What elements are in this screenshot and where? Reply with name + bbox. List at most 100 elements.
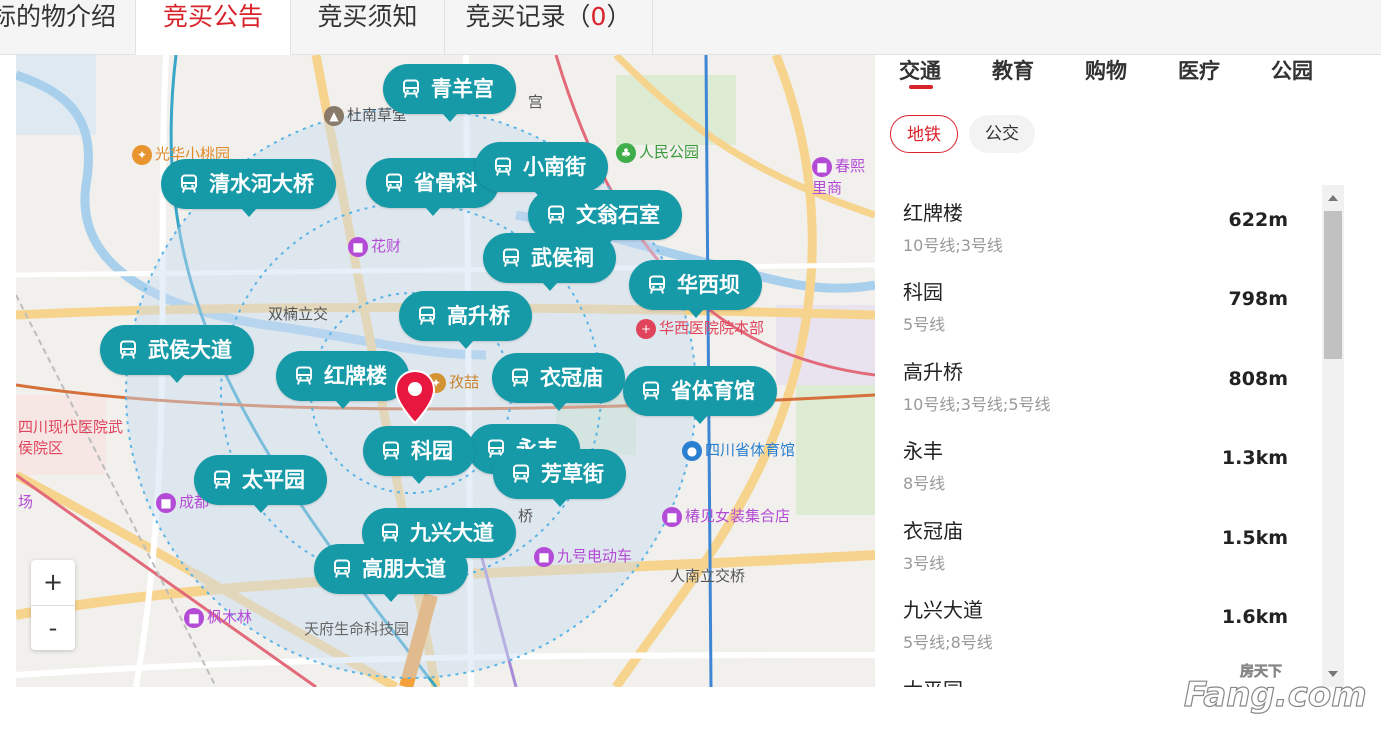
category-tab-education[interactable]: 教育 [992,55,1034,85]
station-lines: 8号线 [903,474,946,493]
map-label-rennan: 人南立交桥 [670,567,746,585]
station-marker-yiguanmiao[interactable]: 衣冠庙 [492,353,625,411]
shop-icon: ■ [812,156,832,177]
station-distance: 622m [1228,209,1288,231]
shop-icon: ■ [348,236,368,257]
map-label-chang: 场 [18,493,34,511]
tab-label: 标的物介绍 [0,2,116,31]
fang-logo-watermark: 房天下 Fang.com [1183,663,1367,716]
map-label-jiuhao: ■九号电动车 [534,545,632,567]
subway-icon [511,464,531,484]
map-label-huaxi-hospital: +华西医院院本部 [636,317,764,339]
tab-item-intro[interactable]: 标的物介绍 [0,0,136,54]
station-lines: 5号线;8号线 [903,633,993,652]
map-label-sports-hall: ●四川省体育馆 [682,439,795,461]
list-scrollbar[interactable] [1322,185,1344,687]
station-marker-xiaonanjie[interactable]: 小南街 [475,142,608,200]
subway-icon [332,559,352,579]
watermark-brand-text: Fang.com [1184,675,1367,715]
station-distance: 1.6km [1221,606,1288,628]
station-marker-qingyanggong[interactable]: 青羊宫 [383,64,516,122]
category-tab-transit[interactable]: 交通 [899,55,941,89]
zoom-out-button[interactable]: - [48,614,58,642]
map-label-gong: 宫 [528,93,544,111]
station-name: 衣冠庙 [903,519,963,543]
tab-label: 竞买记录（ [465,2,591,31]
station-lines: 10号线;3号线;5号线 [903,395,1051,414]
station-name: 高升桥 [903,360,963,384]
subway-icon [647,275,667,295]
station-distance: 808m [1228,368,1288,390]
location-pin-icon[interactable] [394,369,436,425]
subway-icon [546,205,566,225]
food-icon: ✦ [132,144,152,165]
category-tab-medical[interactable]: 医疗 [1178,55,1220,85]
category-label: 公园 [1271,59,1313,83]
subway-icon [118,340,138,360]
mode-label: 公交 [985,124,1019,144]
station-list[interactable]: 红牌楼 10号线;3号线 622m 科园 5号线 798m 高升桥 10号线;3… [876,185,1321,687]
mode-label: 地铁 [907,125,941,145]
subway-icon [510,368,530,388]
subway-icon [384,173,404,193]
station-marker-wuhouci[interactable]: 武侯祠 [483,233,616,291]
station-marker-gaoshengqiao[interactable]: 高升桥 [399,291,532,349]
watermark-top-text: 房天下 [1240,663,1282,680]
map-label-chunjian: ■椿见女装集合店 [662,505,790,527]
category-label: 医疗 [1178,59,1220,83]
station-marker-shengguke[interactable]: 省骨科 [366,158,499,216]
station-list-item[interactable]: 红牌楼 10号线;3号线 622m [903,185,1293,265]
zoom-in-button[interactable]: + [31,560,75,606]
station-name: 科园 [903,280,943,304]
scroll-up-arrow-icon[interactable] [1328,195,1338,201]
station-marker-wuhoudadao[interactable]: 武侯大道 [100,325,254,383]
shop-icon: ■ [534,546,554,567]
subway-icon [294,366,314,386]
station-list-item[interactable]: 太平园 [903,662,1293,687]
category-tab-park[interactable]: 公园 [1271,55,1313,85]
station-marker-keyuan[interactable]: 科园 [363,426,475,484]
category-label: 教育 [992,59,1034,83]
surroundings-panel: 交通 教育 购物 医疗 公园 地铁 公交 红牌楼 10号线;3号线 622m 科… [876,55,1346,687]
station-distance: 1.5km [1221,527,1288,549]
scrollbar-thumb[interactable] [1324,211,1342,359]
station-marker-huaxiba[interactable]: 华西坝 [629,260,762,318]
record-count: 0 [590,2,607,31]
station-list-item[interactable]: 科园 5号线 798m [903,264,1293,344]
station-marker-gaopengdadao[interactable]: 高朋大道 [314,544,468,602]
subway-icon [417,306,437,326]
station-list-item[interactable]: 高升桥 10号线;3号线;5号线 808m [903,344,1293,424]
station-marker-qingshuihe[interactable]: 清水河大桥 [161,159,336,217]
station-name: 九兴大道 [903,598,983,622]
mode-chip-bus[interactable]: 公交 [969,115,1035,153]
station-lines: 5号线 [903,315,946,334]
station-distance: 1.3km [1221,447,1288,469]
mode-chip-subway[interactable]: 地铁 [890,115,958,153]
subway-icon [493,157,513,177]
map-label-chunxi: ■春熙里商 [812,156,866,197]
tab-announcement[interactable]: 竞买公告 [136,0,291,56]
station-marker-taipingyuan[interactable]: 太平园 [194,455,327,513]
tab-bar: 标的物介绍 竞买公告 竞买须知 竞买记录（0） [0,0,1381,56]
station-list-item[interactable]: 永丰 8号线 1.3km [903,423,1293,503]
category-tab-shopping[interactable]: 购物 [1085,55,1127,85]
station-list-item[interactable]: 九兴大道 5号线;8号线 1.6km [903,582,1293,662]
tab-records[interactable]: 竞买记录（0） [445,0,653,54]
map-view[interactable]: ▲杜南草堂 ✦光华小桃园 ♣人民公园 ■春熙里商 ■花财 双楠立交 +华西医院院… [16,55,875,687]
station-marker-fangcaojie[interactable]: 芳草街 [493,449,626,507]
map-label-guanghua: ✦光华小桃园 [132,143,230,165]
scroll-down-arrow-icon[interactable] [1328,671,1338,677]
subway-icon [212,470,232,490]
station-marker-hongpailou[interactable]: 红牌楼 [276,351,409,409]
station-list-item[interactable]: 衣冠庙 3号线 1.5km [903,503,1293,583]
station-marker-shengtiyuguan[interactable]: 省体育馆 [623,366,777,424]
map-label-fengmulin: ■枫木林 [184,606,252,628]
tab-notice[interactable]: 竞买须知 [291,0,445,54]
tab-label: 竞买公告 [162,2,263,31]
park-icon: ♣ [616,142,636,163]
shop-icon: ■ [662,506,682,527]
station-name: 太平园 [903,674,963,687]
map-label-huacai: ■花财 [348,235,401,257]
map-label-dunancaotang: ▲杜南草堂 [324,104,407,126]
station-lines: 10号线;3号线 [903,236,1003,255]
